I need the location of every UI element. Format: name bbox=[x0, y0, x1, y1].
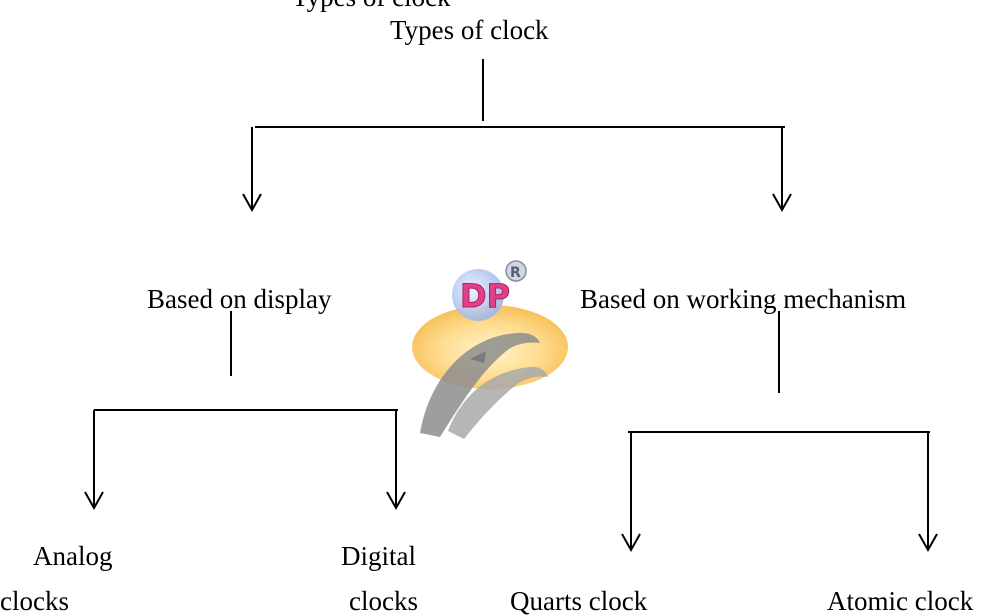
leaf-analog-label-line1: Analog bbox=[33, 541, 113, 571]
leaf-atomic-label: Atomic clock bbox=[827, 586, 974, 616]
logo-letters: DP bbox=[460, 277, 510, 315]
leaf-analog-label-line2: clocks bbox=[0, 586, 69, 616]
dolphin-watermark-logo: DP R bbox=[412, 260, 568, 439]
leaf-digital-label-line2: clocks bbox=[349, 586, 418, 616]
leaf-digital-label-line1: Digital bbox=[341, 541, 416, 571]
logo-registered-mark: R bbox=[510, 265, 521, 281]
root-node-label: Types of clock bbox=[390, 15, 549, 45]
branch-display-label: Based on display bbox=[147, 284, 332, 314]
leaf-quarts-label: Quarts clock bbox=[510, 586, 648, 616]
partial-heading-text: Types of clock bbox=[292, 0, 451, 11]
branch-mechanism-label: Based on working mechanism bbox=[580, 284, 907, 314]
